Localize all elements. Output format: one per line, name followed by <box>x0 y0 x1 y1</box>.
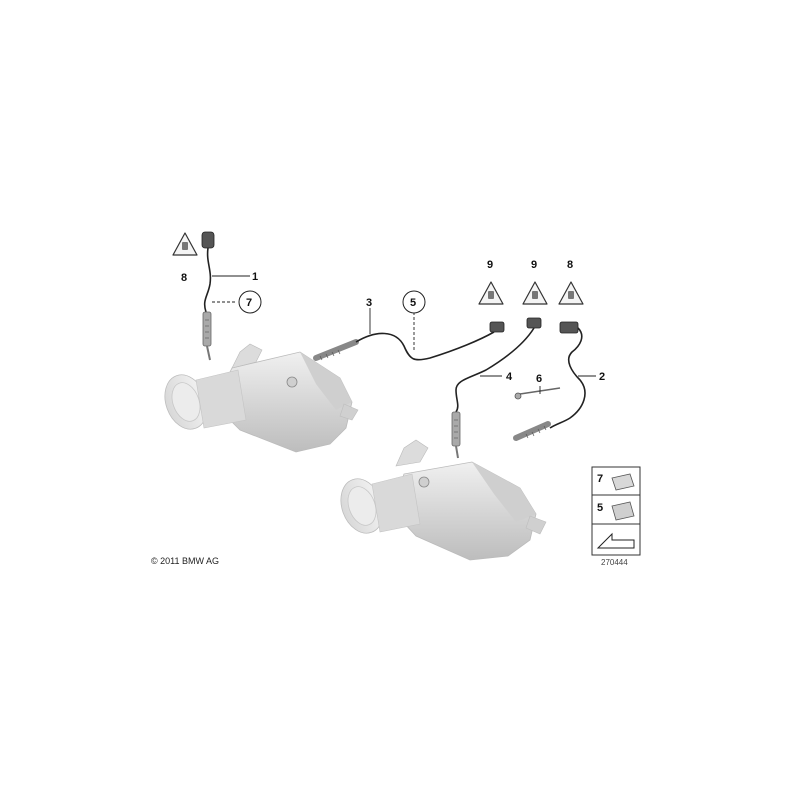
svg-text:8: 8 <box>181 272 187 284</box>
leader-lines <box>212 275 596 394</box>
svg-text:5: 5 <box>410 297 416 309</box>
circled-callout-5: 5 <box>402 290 426 314</box>
warning-triangle-icon-mid1: 9 <box>478 259 504 305</box>
copyright-notice: © 2011 BMW AG <box>151 556 219 566</box>
warning-triangle-icon-mid2: 9 <box>522 259 548 305</box>
legend-box: 7 5 <box>591 466 641 556</box>
oxygen-sensor-4 <box>451 317 542 459</box>
oxygen-sensor-1 <box>201 231 215 361</box>
diagram-reference-number: 270444 <box>601 558 628 567</box>
arrow-icon <box>596 532 635 549</box>
oxygen-sensor-3 <box>313 321 505 361</box>
clip-icon <box>611 473 635 491</box>
cable-clip-icon <box>611 501 635 521</box>
bracket-6 <box>514 387 561 400</box>
circled-callout-7: 7 <box>238 290 262 314</box>
svg-text:8: 8 <box>567 259 573 271</box>
callout-3: 3 <box>366 297 372 309</box>
svg-text:9: 9 <box>531 259 537 271</box>
svg-text:9: 9 <box>487 259 493 271</box>
callout-2: 2 <box>599 371 605 383</box>
callout-4: 4 <box>506 371 513 383</box>
catalytic-converter-right <box>340 439 547 561</box>
callout-1: 1 <box>252 271 258 283</box>
oxygen-sensor-2 <box>513 321 586 441</box>
warning-triangle-icon-left: 8 <box>172 232 198 284</box>
legend-item-5: 5 <box>597 502 603 514</box>
legend-item-7: 7 <box>597 473 603 485</box>
svg-text:7: 7 <box>246 297 252 309</box>
callout-6: 6 <box>536 373 542 385</box>
warning-triangle-icon-right: 8 <box>558 259 584 305</box>
catalytic-converter-left <box>164 343 359 453</box>
